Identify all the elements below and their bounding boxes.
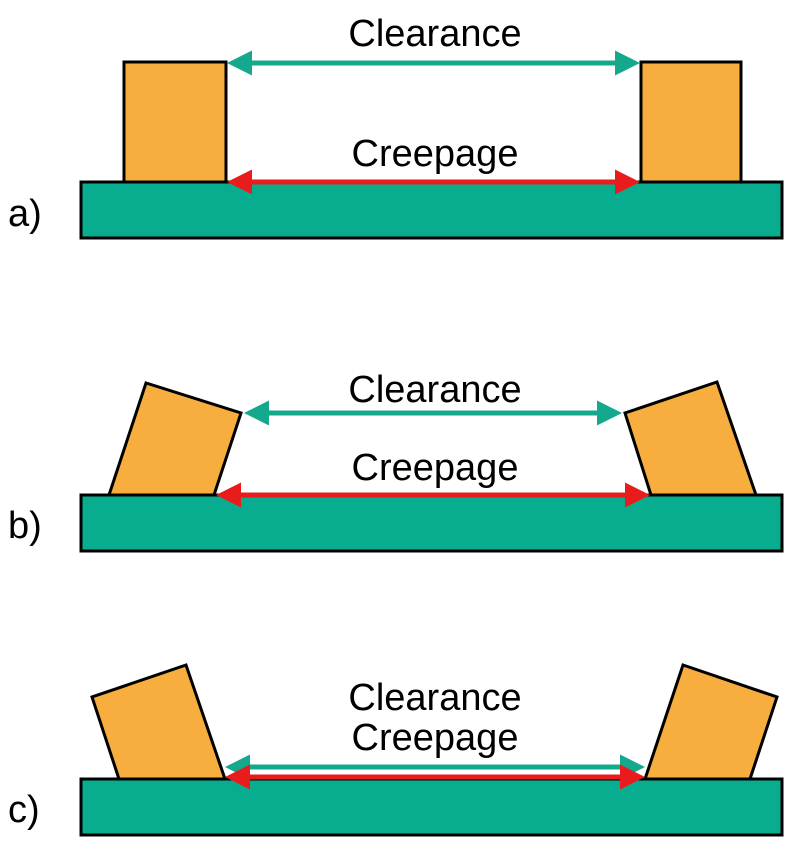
clearance-label: Clearance (348, 13, 521, 55)
creepage-label: Creepage (352, 717, 519, 759)
clearance-label: Clearance (348, 369, 521, 411)
clearance-label: Clearance (348, 677, 521, 719)
pcb-board (79, 180, 784, 240)
right-conductor-block (642, 663, 779, 781)
creepage-label: Creepage (352, 447, 519, 489)
panel-a: Clearance Creepage a) (8, 13, 784, 240)
panel-label: c) (8, 789, 40, 831)
right-conductor-block (639, 60, 743, 184)
pcb-board (79, 493, 784, 553)
creepage-label: Creepage (352, 133, 519, 175)
left-conductor-block (106, 381, 243, 497)
panel-c: Clearance Creepage c) (8, 663, 784, 837)
pcb-board (79, 777, 784, 837)
panel-label: a) (8, 193, 42, 235)
panel-b: Clearance Creepage b) (8, 369, 784, 553)
left-conductor-block (122, 60, 228, 184)
right-conductor-block (623, 380, 759, 497)
panel-label: b) (8, 505, 42, 547)
left-conductor-block (90, 663, 228, 781)
